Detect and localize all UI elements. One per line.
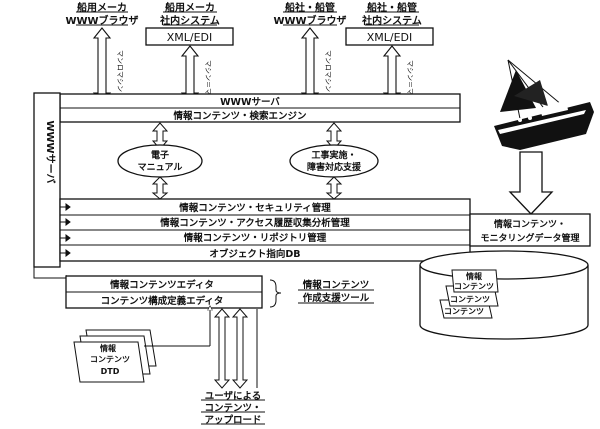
cyl-line3: コンテンツ <box>450 295 490 304</box>
www-server-vertical-bar <box>33 92 61 268</box>
ship-icon <box>494 59 594 150</box>
upload-line3: アップロード <box>204 414 261 426</box>
cyl-line4: コンテンツ <box>444 307 484 316</box>
arrow-label-1: マンロマシン <box>116 50 124 92</box>
www-server-label: WWWサーバ <box>220 96 280 108</box>
editor-label: 情報コンテンツエディタ <box>109 279 214 291</box>
tool-line2: 作成支援ツール <box>303 292 370 304</box>
management-stack: 情報コンテンツ・セキュリティ管理 情報コンテンツ・アクセス履歴収集分析管理 情報… <box>59 198 471 262</box>
label-ship-sys-2: 社内システム <box>361 14 422 27</box>
manual-line1: 電子 <box>151 150 169 161</box>
upload-arrow-2 <box>231 308 249 389</box>
upload-arrow-1 <box>213 308 231 389</box>
cyl-line1: 情報 <box>465 271 483 281</box>
label-ship-sys-1: 船社・船管 <box>367 1 417 14</box>
tool-brace <box>269 279 282 308</box>
support-line1: 工事実施・ <box>311 149 356 161</box>
xml-edi-box-2 <box>345 27 434 46</box>
arrow-labels: マンロマシン マシン＝マシン マンロマシン マシン＝マシン <box>116 50 414 109</box>
manual-line2: マニュアル <box>138 162 183 173</box>
dtd-line1: 情報 <box>99 343 117 353</box>
monitoring-line2: モニタリングデータ管理 <box>480 232 579 244</box>
arrow-maker-web <box>92 27 112 104</box>
monitoring-box <box>469 213 591 247</box>
svg-text:WWWサーバ: WWWサーバ <box>44 121 56 184</box>
upload-label: ユーザによる コンテンツ・ アップロード <box>204 391 261 426</box>
search-engine-label: 情報コンテンツ・検索エンジン <box>172 110 306 122</box>
row-objectdb: オブジェクト指向DB <box>209 248 300 260</box>
dtd-documents: 情報 コンテンツ DTD <box>73 329 157 383</box>
arrow-manual-down <box>151 176 169 200</box>
cyl-line2: コンテンツ <box>454 282 494 291</box>
www-server-vertical-label: WWWサーバ <box>44 121 56 184</box>
stacked-documents <box>439 269 499 319</box>
arrow-label-2: マシン＝マシン <box>204 60 212 109</box>
xml-edi-label-2: XML/EDI <box>367 31 413 44</box>
row-security: 情報コンテンツ・セキュリティ管理 <box>178 202 331 214</box>
label-maker-sys-1: 船用メーカ <box>165 1 215 14</box>
upload-line1: ユーザによる <box>205 391 262 402</box>
label-ship-web-1: 船社・船管 <box>285 1 335 14</box>
ship-down-arrow <box>508 151 554 215</box>
def-editor-label: コンテンツ構成定義エディタ <box>101 295 224 307</box>
xml-edi-box-1 <box>145 27 234 46</box>
label-maker-sys-2: 社内システム <box>159 14 220 27</box>
arrow-label-4: マシン＝マシン <box>406 60 414 109</box>
arrow-ship-web <box>300 27 320 104</box>
label-ship-web-2: WWWブラウザ <box>273 14 346 27</box>
arrow-label-3: マンロマシン <box>324 50 332 92</box>
tool-line1: 情報コンテンツ <box>302 279 370 291</box>
monitoring-line1: 情報コンテンツ・ <box>493 218 566 230</box>
dtd-line2: コンテンツ <box>90 355 130 364</box>
dtd-line3: DTD <box>101 367 120 376</box>
top-arrows <box>92 27 402 104</box>
content-database-cylinder: 情報 コンテンツ コンテンツ コンテンツ <box>419 250 589 340</box>
support-line2: 障害対応支援 <box>307 161 362 173</box>
top-labels: 船用メーカ WWWブラウザ 船用メーカ 社内システム 船社・船管 WWWブラウザ… <box>65 1 421 27</box>
upload-line2: コンテンツ・ <box>204 403 261 414</box>
label-maker-web-2: WWWブラウザ <box>65 14 138 27</box>
label-maker-web-1: 船用メーカ <box>77 1 127 14</box>
xml-edi-label-1: XML/EDI <box>167 31 213 44</box>
row-repository: 情報コンテンツ・リポジトリ管理 <box>183 232 327 244</box>
row-access: 情報コンテンツ・アクセス履歴収集分析管理 <box>159 217 350 229</box>
arrow-support-down <box>325 176 343 200</box>
